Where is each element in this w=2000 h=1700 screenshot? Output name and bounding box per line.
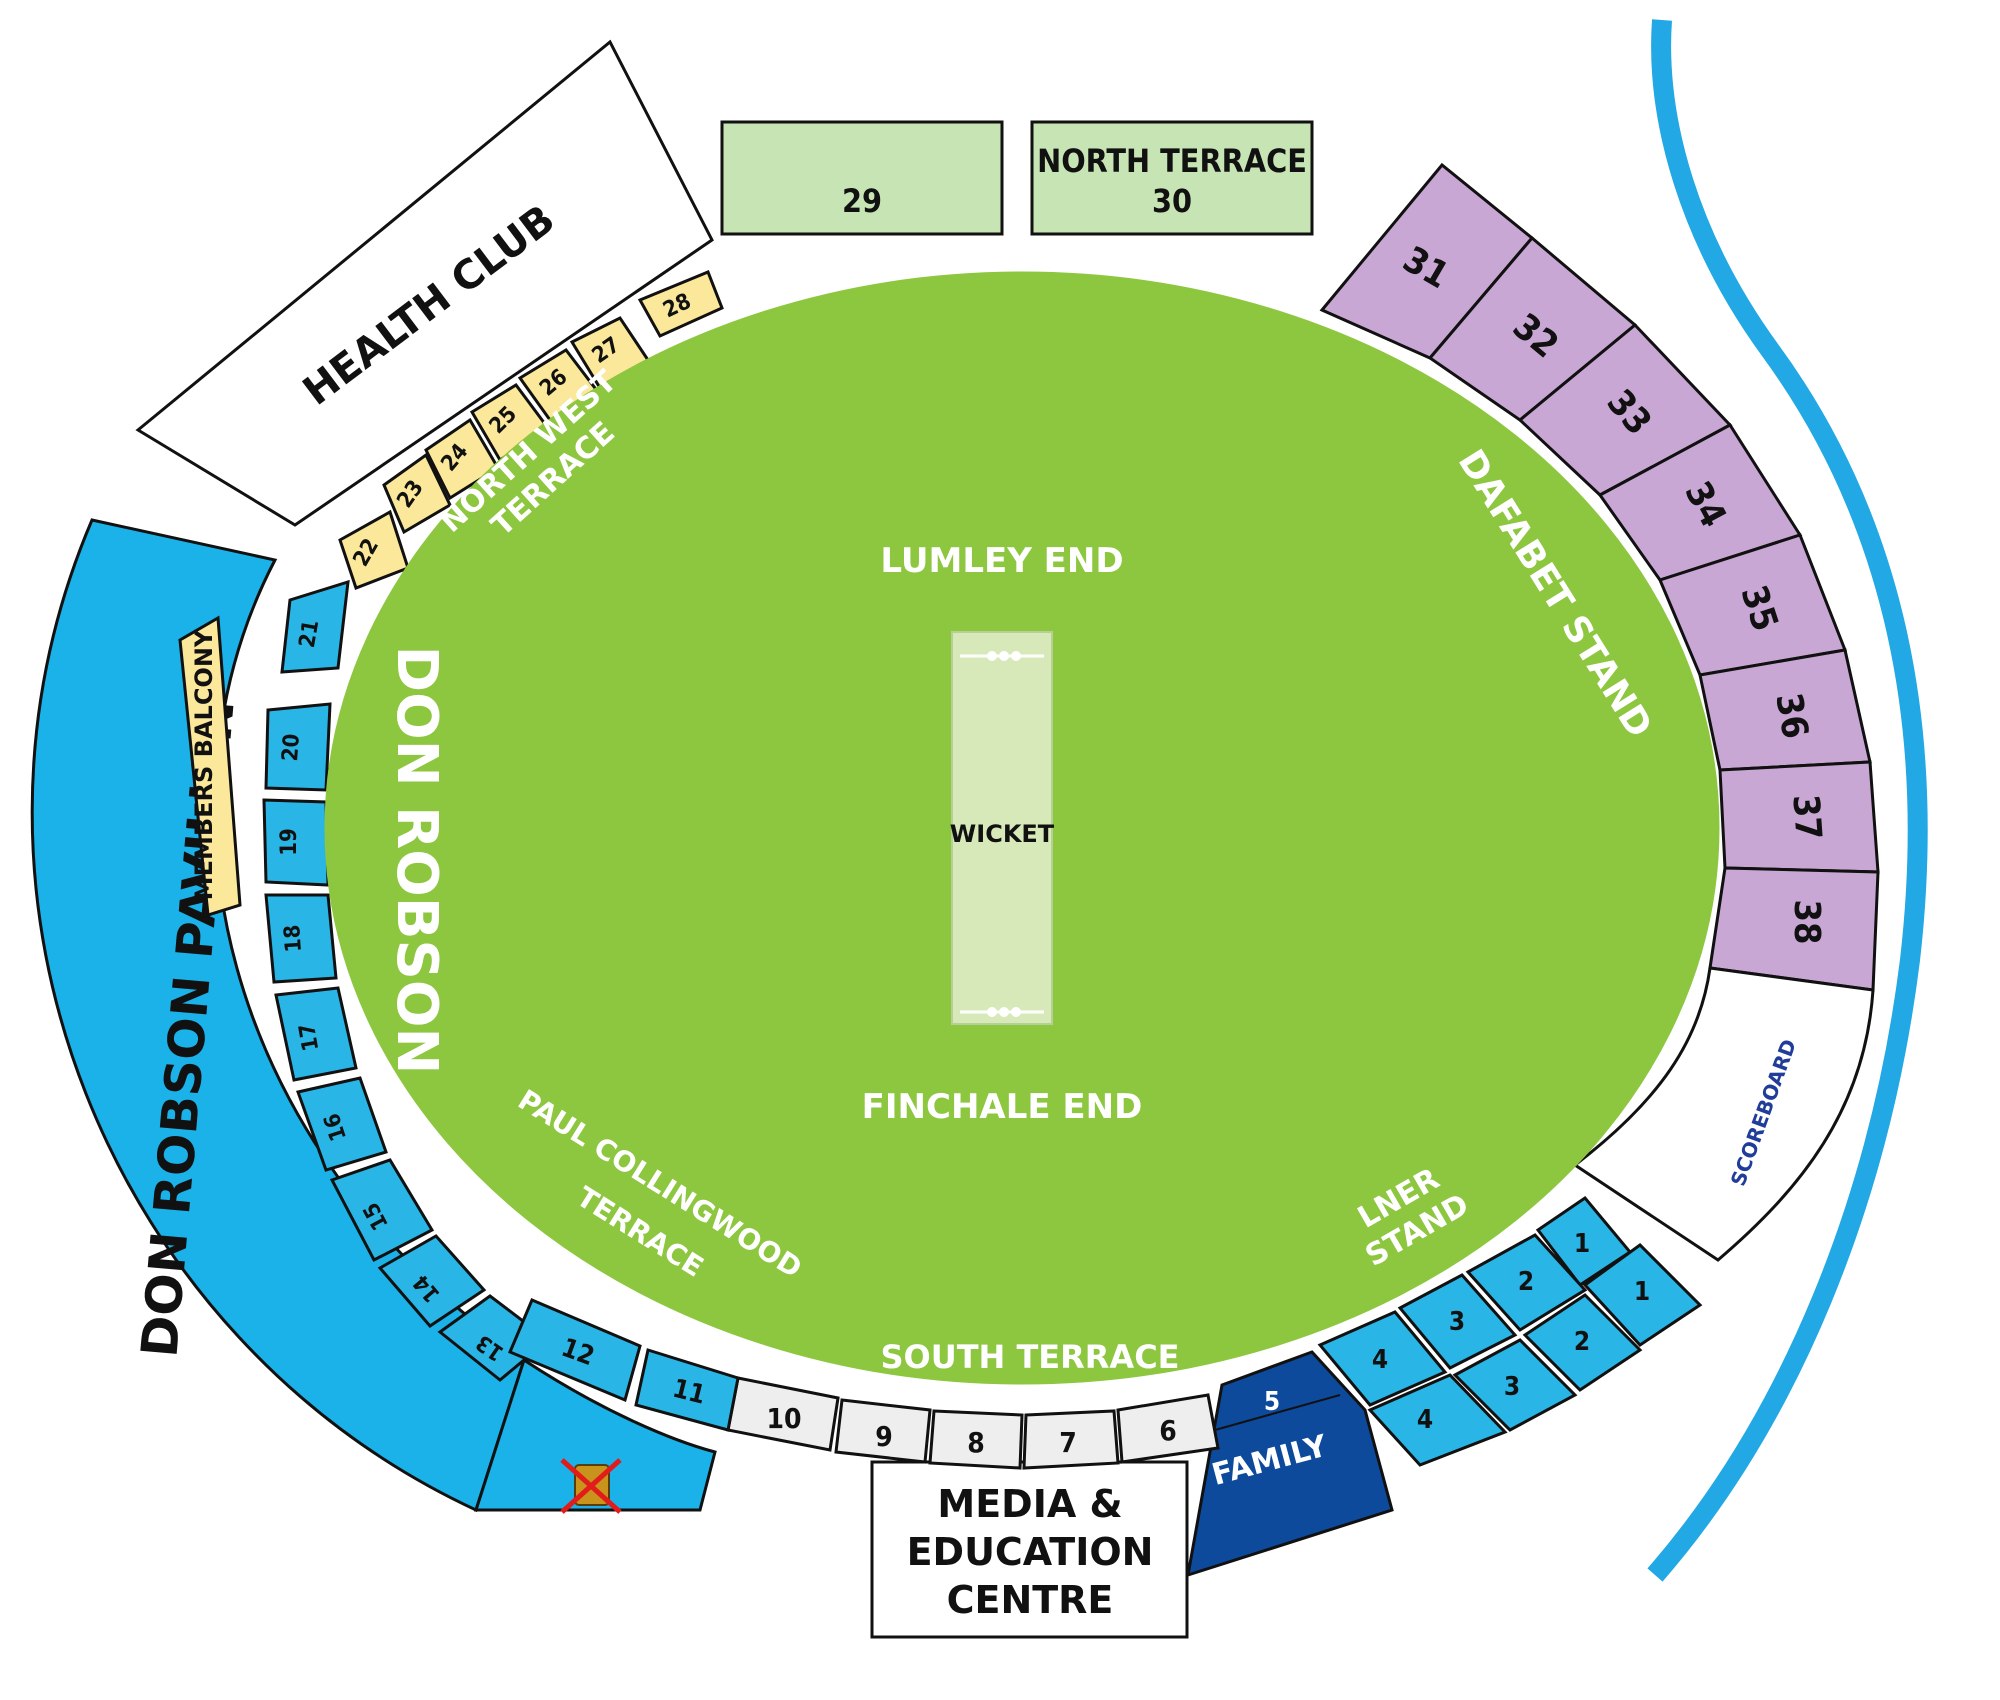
svg-text:6: 6 [1159, 1414, 1177, 1447]
svg-text:20: 20 [278, 733, 305, 762]
north-terrace-label: NORTH TERRACE [1037, 142, 1307, 180]
don-robson-label: DON ROBSON [384, 646, 449, 1075]
svg-text:7: 7 [1059, 1426, 1077, 1459]
svg-text:CENTRE: CENTRE [947, 1578, 1114, 1622]
section-29[interactable]: 29 [720, 120, 1004, 236]
section-3-outer[interactable]: 3 [1452, 1338, 1578, 1432]
svg-text:EDUCATION: EDUCATION [907, 1530, 1154, 1574]
svg-text:8: 8 [967, 1426, 985, 1459]
scoreboard[interactable]: SCOREBOARD [1572, 966, 1875, 1262]
lumley-end-label: LUMLEY END [880, 541, 1123, 581]
svg-text:10: 10 [766, 1402, 801, 1435]
section-11[interactable]: 11 [634, 1348, 740, 1432]
south-terrace-label: SOUTH TERRACE [880, 1338, 1179, 1376]
svg-text:2: 2 [1574, 1327, 1590, 1357]
members-balcony-label: MEMBERS BALCONY [190, 629, 218, 900]
svg-text:36: 36 [1767, 690, 1815, 742]
svg-text:3: 3 [1449, 1307, 1465, 1337]
svg-text:MEDIA &: MEDIA & [937, 1482, 1122, 1526]
north-west-blocks: 22 23 24 25 26 27 28 [338, 270, 724, 590]
svg-text:3: 3 [1504, 1372, 1520, 1402]
section-14[interactable]: 14 [377, 1234, 487, 1328]
section-37[interactable]: 37 [1718, 760, 1880, 874]
section-9[interactable]: 9 [834, 1398, 932, 1464]
dafabet-stand: 31 32 33 34 35 36 37 38 [1319, 162, 1880, 992]
section-18[interactable]: 18 [264, 893, 338, 984]
svg-text:2: 2 [1518, 1267, 1534, 1297]
members-balcony[interactable]: MEMBERS BALCONY [178, 615, 242, 917]
section-30-north-terrace[interactable]: NORTH TERRACE 30 [1030, 120, 1314, 236]
finchale-end-label: FINCHALE END [862, 1087, 1143, 1127]
no-bin-icon [560, 1458, 622, 1514]
wicket[interactable]: WICKET [950, 631, 1055, 1025]
south-terrace-blocks: 10 9 8 7 6 [726, 1376, 1220, 1470]
section-12[interactable]: 12 [508, 1298, 642, 1403]
section-1-outer[interactable]: 1 [1582, 1243, 1703, 1347]
section-7[interactable]: 7 [1022, 1409, 1120, 1470]
section-22[interactable]: 22 [338, 509, 410, 590]
svg-text:30: 30 [1152, 182, 1192, 220]
svg-text:21: 21 [295, 618, 324, 649]
svg-text:38: 38 [1786, 899, 1827, 944]
section-10[interactable]: 10 [726, 1376, 840, 1452]
section-35[interactable]: 35 [1657, 533, 1848, 677]
section-2-outer[interactable]: 2 [1522, 1293, 1643, 1392]
svg-text:17: 17 [295, 1021, 324, 1052]
svg-text:1: 1 [1634, 1277, 1650, 1307]
svg-text:1: 1 [1574, 1229, 1590, 1259]
svg-text:4: 4 [1372, 1345, 1388, 1375]
section-20[interactable]: 20 [264, 702, 332, 792]
svg-text:4: 4 [1417, 1405, 1433, 1435]
section-17[interactable]: 17 [274, 986, 358, 1082]
section-15[interactable]: 15 [329, 1158, 435, 1263]
family-stand[interactable]: 5 FAMILY [1186, 1350, 1394, 1578]
section-21[interactable]: 21 [280, 579, 350, 674]
wicket-label: WICKET [950, 820, 1055, 848]
svg-text:18: 18 [280, 924, 307, 953]
media-education-centre[interactable]: MEDIA & EDUCATION CENTRE [870, 1460, 1189, 1639]
svg-text:9: 9 [875, 1420, 893, 1453]
section-31[interactable]: 31 [1319, 162, 1535, 360]
section-3-inner[interactable]: 3 [1397, 1273, 1518, 1370]
section-8[interactable]: 8 [928, 1409, 1024, 1470]
section-19[interactable]: 19 [262, 798, 330, 887]
lner-stand: 1 1 2 2 3 3 4 4 [1317, 1195, 1703, 1467]
pavilion-extension[interactable] [473, 1357, 717, 1512]
section-4-inner[interactable]: 4 [1317, 1310, 1448, 1407]
section-2-inner[interactable]: 2 [1465, 1233, 1588, 1332]
section-23[interactable]: 23 [382, 452, 452, 535]
section-16[interactable]: 16 [296, 1076, 388, 1172]
section-6[interactable]: 6 [1116, 1393, 1220, 1464]
section-28[interactable]: 28 [637, 270, 724, 338]
river [1647, 19, 1928, 1582]
section-4-outer[interactable]: 4 [1367, 1373, 1508, 1467]
section-5: 5 [1264, 1387, 1280, 1417]
svg-text:19: 19 [277, 828, 302, 856]
svg-text:37: 37 [1784, 793, 1828, 841]
don-robson-blocks: 21 20 19 18 17 16 15 14 [262, 579, 740, 1432]
svg-text:29: 29 [842, 182, 882, 220]
section-36[interactable]: 36 [1698, 648, 1872, 772]
